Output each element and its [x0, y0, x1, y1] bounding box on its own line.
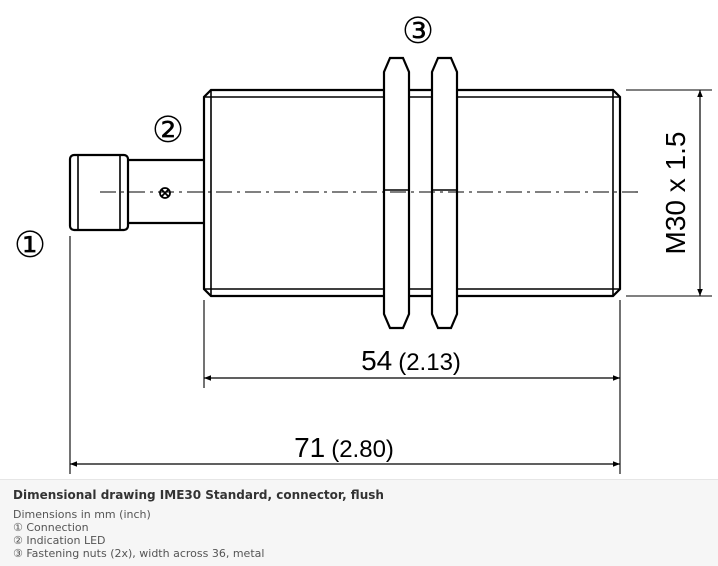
indication-led-symbol: [159, 187, 171, 199]
figure-caption: Dimensional drawing IME30 Standard, conn…: [0, 479, 718, 566]
dimension-total-inch: (2.80): [331, 436, 394, 463]
legend-item-connection: ① Connection: [13, 521, 89, 534]
thread-size-label: M30 x 1.5: [660, 132, 691, 255]
dimension-body-inch: (2.13): [398, 349, 461, 376]
legend-item-nuts: ③ Fastening nuts (2x), width across 36, …: [13, 547, 265, 560]
dimension-total-mm: 71: [294, 432, 325, 463]
legend-item-led: ② Indication LED: [13, 534, 106, 547]
caption-title: Dimensional drawing IME30 Standard, conn…: [13, 488, 384, 502]
callout-indication-led: ②: [152, 110, 184, 151]
callout-connection: ①: [14, 225, 46, 266]
connector-plug: [68, 153, 205, 232]
fastening-nut-left: [382, 56, 411, 330]
fastening-nut-right: [430, 56, 459, 330]
dimension-body-label: 54(2.13): [361, 345, 461, 376]
callout-fastening-nuts: ③: [402, 11, 434, 52]
dimension-total-label: 71(2.80): [294, 432, 394, 463]
sensor-housing: [202, 88, 622, 298]
caption-units: Dimensions in mm (inch): [13, 508, 151, 521]
dimension-body-mm: 54: [361, 345, 392, 376]
technical-drawing: ① ② ③ M30 x 1.5 54(2.13) 71(2.80): [14, 11, 712, 474]
extension-lines: [69, 89, 712, 474]
